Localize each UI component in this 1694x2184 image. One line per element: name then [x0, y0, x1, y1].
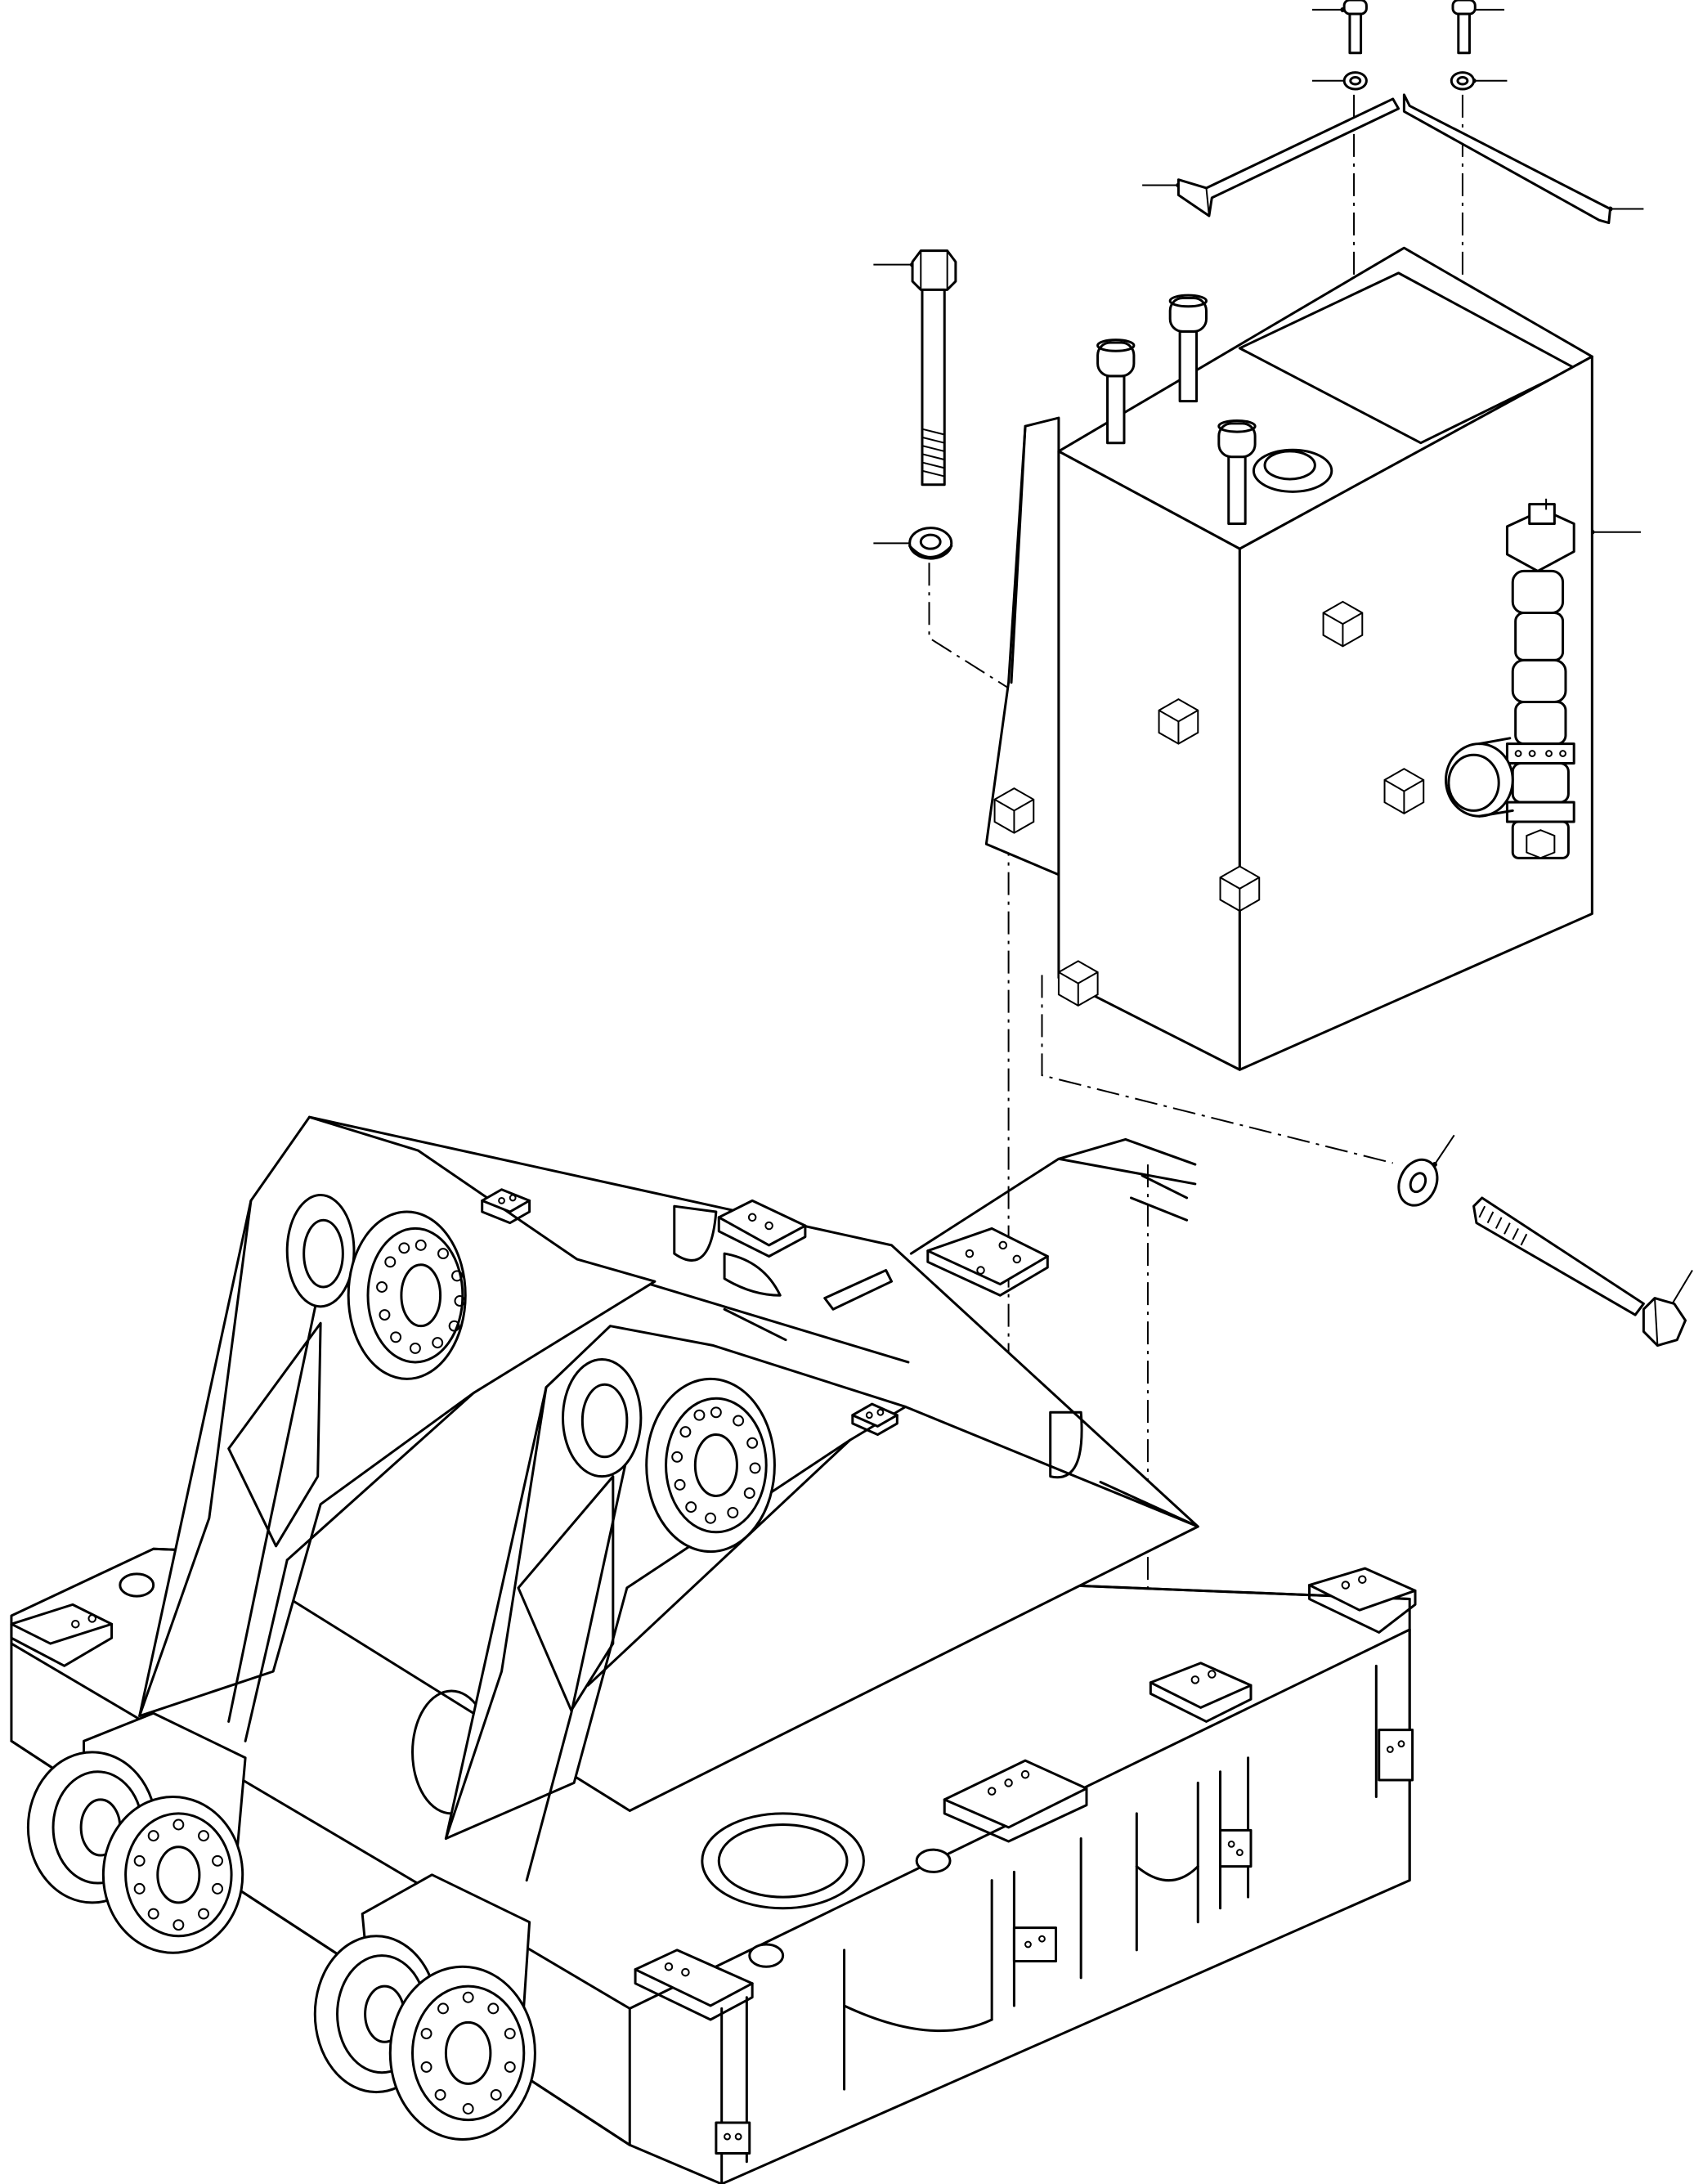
front-lug-right — [315, 1875, 535, 2140]
mounting-pads — [11, 1190, 1415, 2154]
corner-bracket — [1379, 1730, 1413, 1780]
mounting-pad — [635, 1950, 752, 2020]
bolt-circle — [672, 1407, 760, 1523]
hydraulic-tank — [986, 248, 1592, 1070]
mounting-pad — [944, 1760, 1087, 1841]
retaining-strap — [1178, 95, 1610, 223]
leader-washer-left — [1312, 78, 1348, 83]
breather-cap-1 — [1098, 340, 1134, 443]
breather-cap-2 — [1170, 295, 1206, 401]
corner-bracket — [716, 2123, 750, 2153]
front-vertical-ribs — [746, 1666, 1376, 2161]
bolt-circle — [422, 1993, 515, 2114]
return-filter-assembly — [1507, 499, 1574, 858]
suction-port-flange — [1445, 738, 1512, 816]
leader-spacer-washer-top — [873, 540, 914, 546]
mounting-pad — [719, 1200, 805, 1256]
leader-cap-screw-left — [1312, 7, 1346, 12]
washer-right — [1451, 73, 1473, 89]
mounting-block — [1324, 602, 1363, 647]
leader-spacer-washer-side — [1432, 1135, 1454, 1168]
mounting-pad — [1150, 1663, 1251, 1722]
bolt-thread — [1479, 1206, 1526, 1245]
mounting-block — [995, 788, 1034, 833]
spacer-washer-side — [1392, 1154, 1445, 1212]
front-lug-left — [28, 1713, 245, 1953]
mounting-block — [1059, 961, 1098, 1006]
long-bolt-top — [912, 251, 956, 485]
mounting-block — [1385, 769, 1424, 814]
bolt-circle — [135, 1820, 222, 1931]
washer-left — [1344, 73, 1366, 89]
leader-washer-right — [1471, 78, 1507, 83]
breather-cap-3 — [1219, 420, 1255, 523]
mounting-block — [1159, 699, 1199, 744]
bolt-circle — [377, 1240, 464, 1353]
mounting-block — [1221, 867, 1260, 912]
mounting-blocks — [995, 602, 1424, 1006]
boom-lug-tower-left — [140, 1117, 655, 1741]
leader-long-bolt-top — [873, 262, 916, 267]
corner-bracket — [1221, 1830, 1251, 1866]
cap-screw-right — [1453, 0, 1475, 53]
mounting-pad — [11, 1604, 112, 1666]
mounting-pad — [1310, 1568, 1415, 1632]
mounting-pad — [928, 1228, 1047, 1295]
flange-bolts — [1516, 751, 1566, 756]
mounting-pad — [482, 1190, 530, 1223]
mounting-pad — [853, 1404, 898, 1434]
spacer-washer-top — [910, 528, 952, 558]
long-bolt-side — [1474, 1198, 1686, 1346]
bolt-thread — [922, 429, 944, 477]
cap-screw-left — [1344, 0, 1366, 53]
corner-bracket — [1014, 1928, 1055, 1962]
boom-lug-tower-right — [446, 1326, 905, 1881]
main-frame — [11, 1117, 1415, 2184]
leader-hydraulic-tank — [1589, 529, 1641, 535]
